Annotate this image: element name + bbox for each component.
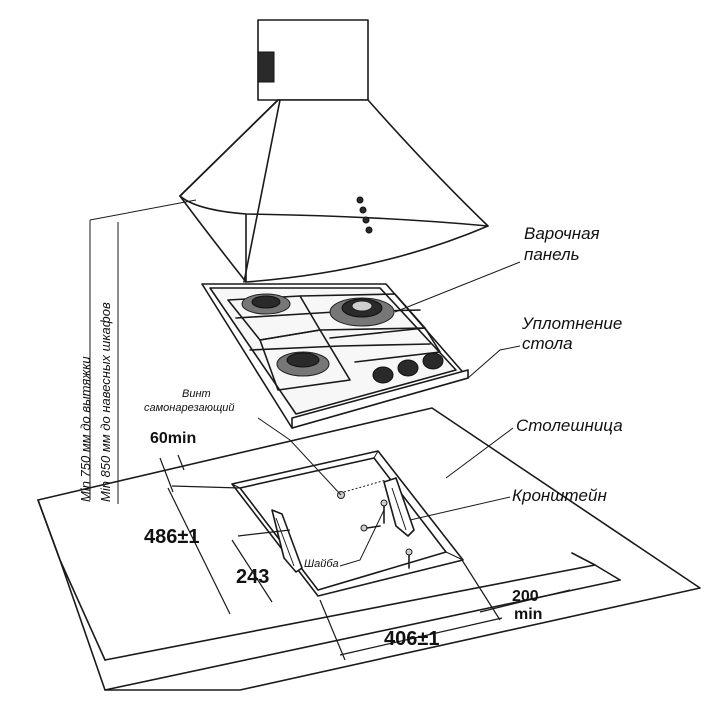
clearance-cabinets-text: Min 850 мм до навесных шкафов [98, 302, 113, 502]
screw-label-line1: Винт [182, 388, 211, 400]
dim-cutout-depth: 486±1 [144, 526, 200, 548]
dim-cutout-width: 406±1 [384, 628, 440, 650]
clearance-hood-text: Min 750 мм до вытяжки [78, 356, 93, 502]
bracket-label: Кронштейн [512, 486, 607, 505]
seal-label-line2: стола [522, 334, 573, 353]
hob-label-line1: Варочная [524, 224, 600, 243]
washer-label: Шайба [304, 558, 339, 570]
hob-label-line2: панель [524, 245, 580, 264]
screws [337, 479, 413, 569]
screw-label-line2: самонарезающий [144, 402, 235, 414]
seal-label-line1: Уплотнение [522, 314, 623, 333]
dim-back-edge: 60min [150, 430, 197, 447]
dim-bracket-offset: 243 [236, 566, 270, 588]
cooker-hood [179, 19, 489, 283]
clearance-dimension [89, 199, 197, 504]
dim-side-edge-suffix: min [514, 606, 543, 623]
dim-side-edge-value: 200 [512, 588, 539, 605]
bracket-left [271, 509, 303, 573]
dimension-lines [159, 454, 571, 661]
countertop-label: Столешница [516, 416, 623, 435]
hob [201, 283, 469, 429]
bracket-right [383, 477, 415, 537]
leaders [257, 261, 521, 567]
